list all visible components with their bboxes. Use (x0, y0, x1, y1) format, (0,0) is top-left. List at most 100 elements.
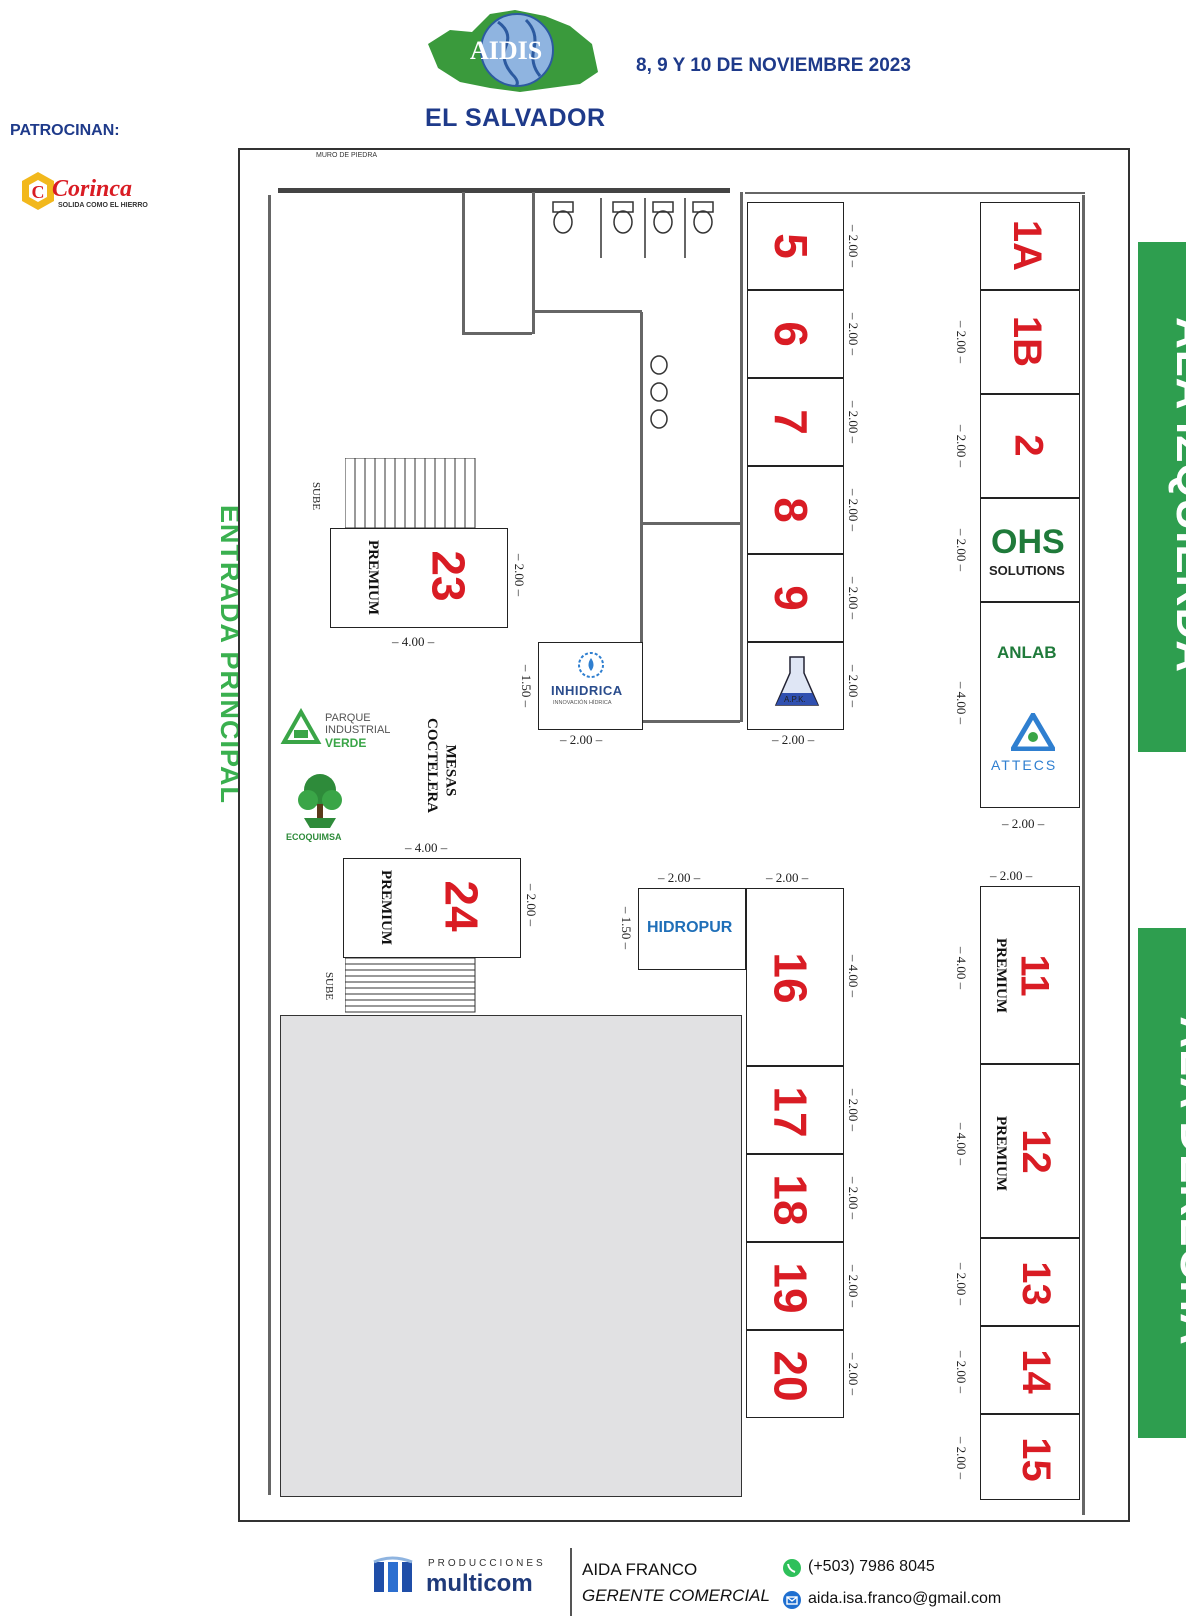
booth-hidropur[interactable]: HIDROPUR (638, 888, 746, 970)
service-wall-h4 (640, 720, 740, 723)
booth-6[interactable]: 6 (747, 290, 844, 378)
dim-23-side: – 2.00 – (512, 553, 528, 597)
contact-phone[interactable]: (+503) 7986 8045 (808, 1558, 935, 1575)
booth-7[interactable]: 7 (747, 378, 844, 466)
booth-9-number: 9 (764, 585, 817, 611)
multicom-logo-icon (373, 1556, 413, 1592)
dim-ohs: – 2.00 – (954, 528, 970, 572)
booth-8[interactable]: 8 (747, 466, 844, 554)
wall-note: MURO DE PIEDRA (316, 152, 378, 159)
booth-15[interactable]: 15 (980, 1414, 1080, 1500)
booth-ohs[interactable]: OHS SOLUTIONS (980, 498, 1080, 602)
booth-14-number: 14 (1013, 1349, 1058, 1394)
booth-9[interactable]: 9 (747, 554, 844, 642)
dim-16: – 4.00 – (846, 954, 862, 998)
top-wall-right (745, 192, 1085, 194)
booth-23-premium: PREMIUM (365, 540, 381, 615)
parque-line1: PARQUE (325, 712, 371, 724)
sinks-icon (650, 355, 668, 429)
dim-24-top: – 4.00 – (405, 840, 448, 855)
service-wall-h2 (532, 310, 642, 313)
ecoquimsa-label: ECOQUIMSA (286, 832, 342, 842)
attecs-label: ATTECS (991, 757, 1058, 773)
booth-1b-number: 1B (1005, 315, 1050, 368)
inhidrica-logo-icon (578, 652, 604, 678)
booth-14[interactable]: 14 (980, 1326, 1080, 1414)
booth-anlab-attecs[interactable]: ANLAB ATTECS (980, 602, 1080, 808)
service-wall-h1 (462, 332, 532, 335)
booth-apk[interactable]: A.P.K. (747, 642, 844, 730)
contact-name: AIDA FRANCO (582, 1560, 698, 1579)
dim-15: – 2.00 – (954, 1436, 970, 1480)
booth-19[interactable]: 19 (746, 1242, 844, 1330)
ohs-sub: SOLUTIONS (989, 563, 1065, 578)
parque-line3: VERDE (325, 736, 367, 750)
booth-18[interactable]: 18 (746, 1154, 844, 1242)
dim-11: – 4.00 – (954, 946, 970, 990)
dim-13: – 2.00 – (954, 1262, 970, 1306)
booth-12-premium: PREMIUM (993, 1116, 1009, 1191)
dim-hidropur-side: – 1.50 – (619, 906, 635, 950)
booth-5-number: 5 (764, 233, 817, 259)
entrance-label: ENTRADA PRINCIPAL (188, 485, 245, 825)
stairs-top-icon (345, 458, 476, 529)
parque-line2: INDUSTRIAL (325, 724, 391, 736)
dim-apk: – 2.00 – (846, 664, 862, 708)
booth-11[interactable]: PREMIUM 11 (980, 886, 1080, 1064)
booth-13[interactable]: 13 (980, 1238, 1080, 1326)
booth-24-premium: PREMIUM (378, 870, 394, 945)
inhidrica-label: INHIDRICA (551, 683, 623, 698)
booth-23[interactable]: PREMIUM 23 (330, 528, 508, 628)
footer-divider (570, 1548, 572, 1616)
dim-apk-bottom: – 2.00 – (772, 732, 815, 747)
ohs-main: OHS (991, 523, 1065, 561)
dim-inhidrica-bottom: – 2.00 – (560, 732, 603, 747)
stairs-bottom-label: SUBE (323, 971, 336, 1001)
aidis-logo-text: AIDIS (470, 36, 543, 65)
dim-anlab: – 4.00 – (954, 681, 970, 725)
corinca-tagline: SOLIDA COMO EL HIERRO (58, 202, 148, 209)
email-icon (783, 1591, 801, 1609)
dim-6: – 2.00 – (846, 312, 862, 356)
contact-email[interactable]: aida.isa.franco@gmail.com (808, 1590, 1002, 1607)
multicom-brand-top: PRODUCCIONES (428, 1558, 546, 1569)
cocktail-line1: MESAS (442, 744, 459, 797)
dim-inhidrica-side: – 1.50 – (519, 664, 535, 708)
booth-13-number: 13 (1013, 1261, 1058, 1306)
service-wall-v4 (740, 192, 743, 722)
ecoquimsa-logo-icon (298, 774, 342, 828)
booth-24[interactable]: PREMIUM 24 (343, 858, 521, 958)
booth-1a[interactable]: 1A (980, 202, 1080, 290)
booth-17[interactable]: 17 (746, 1066, 844, 1154)
dim-24-side: – 2.00 – (524, 883, 540, 927)
multicom-brand-main: multicom (426, 1570, 533, 1597)
floor-plan (238, 148, 1130, 1522)
apk-flask-icon (774, 656, 820, 706)
right-wing-banner: ALA DERECHA (1138, 928, 1198, 1438)
event-title: EL SALVADOR (425, 104, 606, 132)
dim-2: – 2.00 – (954, 424, 970, 468)
booth-16[interactable]: 16 (746, 888, 844, 1066)
booth-12-number: 12 (1013, 1129, 1058, 1174)
booth-20[interactable]: 20 (746, 1330, 844, 1418)
gray-reserved-area (280, 1015, 742, 1497)
booth-17-number: 17 (764, 1086, 817, 1138)
booth-1b[interactable]: 1B (980, 290, 1080, 394)
dim-9: – 2.00 – (846, 576, 862, 620)
corinca-logo-icon: C (22, 172, 54, 210)
booth-24-number: 24 (435, 880, 488, 932)
booth-12[interactable]: PREMIUM 12 (980, 1064, 1080, 1238)
booth-18-number: 18 (764, 1174, 817, 1226)
booth-inhidrica[interactable]: INHIDRICA INNOVACIÓN HÍDRICA (538, 642, 643, 730)
service-wall-v3 (640, 312, 643, 722)
booth-2[interactable]: 2 (980, 394, 1080, 498)
stairs-top-label: SUBE (310, 481, 323, 511)
booth-15-number: 15 (1013, 1437, 1058, 1482)
dim-8: – 2.00 – (846, 488, 862, 532)
dim-hidropur-top: – 2.00 – (658, 870, 701, 885)
booth-23-number: 23 (422, 550, 475, 602)
booth-5[interactable]: 5 (747, 202, 844, 290)
anlab-label: ANLAB (997, 643, 1057, 662)
dim-anlab-bottom: – 2.00 – (1002, 816, 1045, 831)
dim-7: – 2.00 – (846, 400, 862, 444)
